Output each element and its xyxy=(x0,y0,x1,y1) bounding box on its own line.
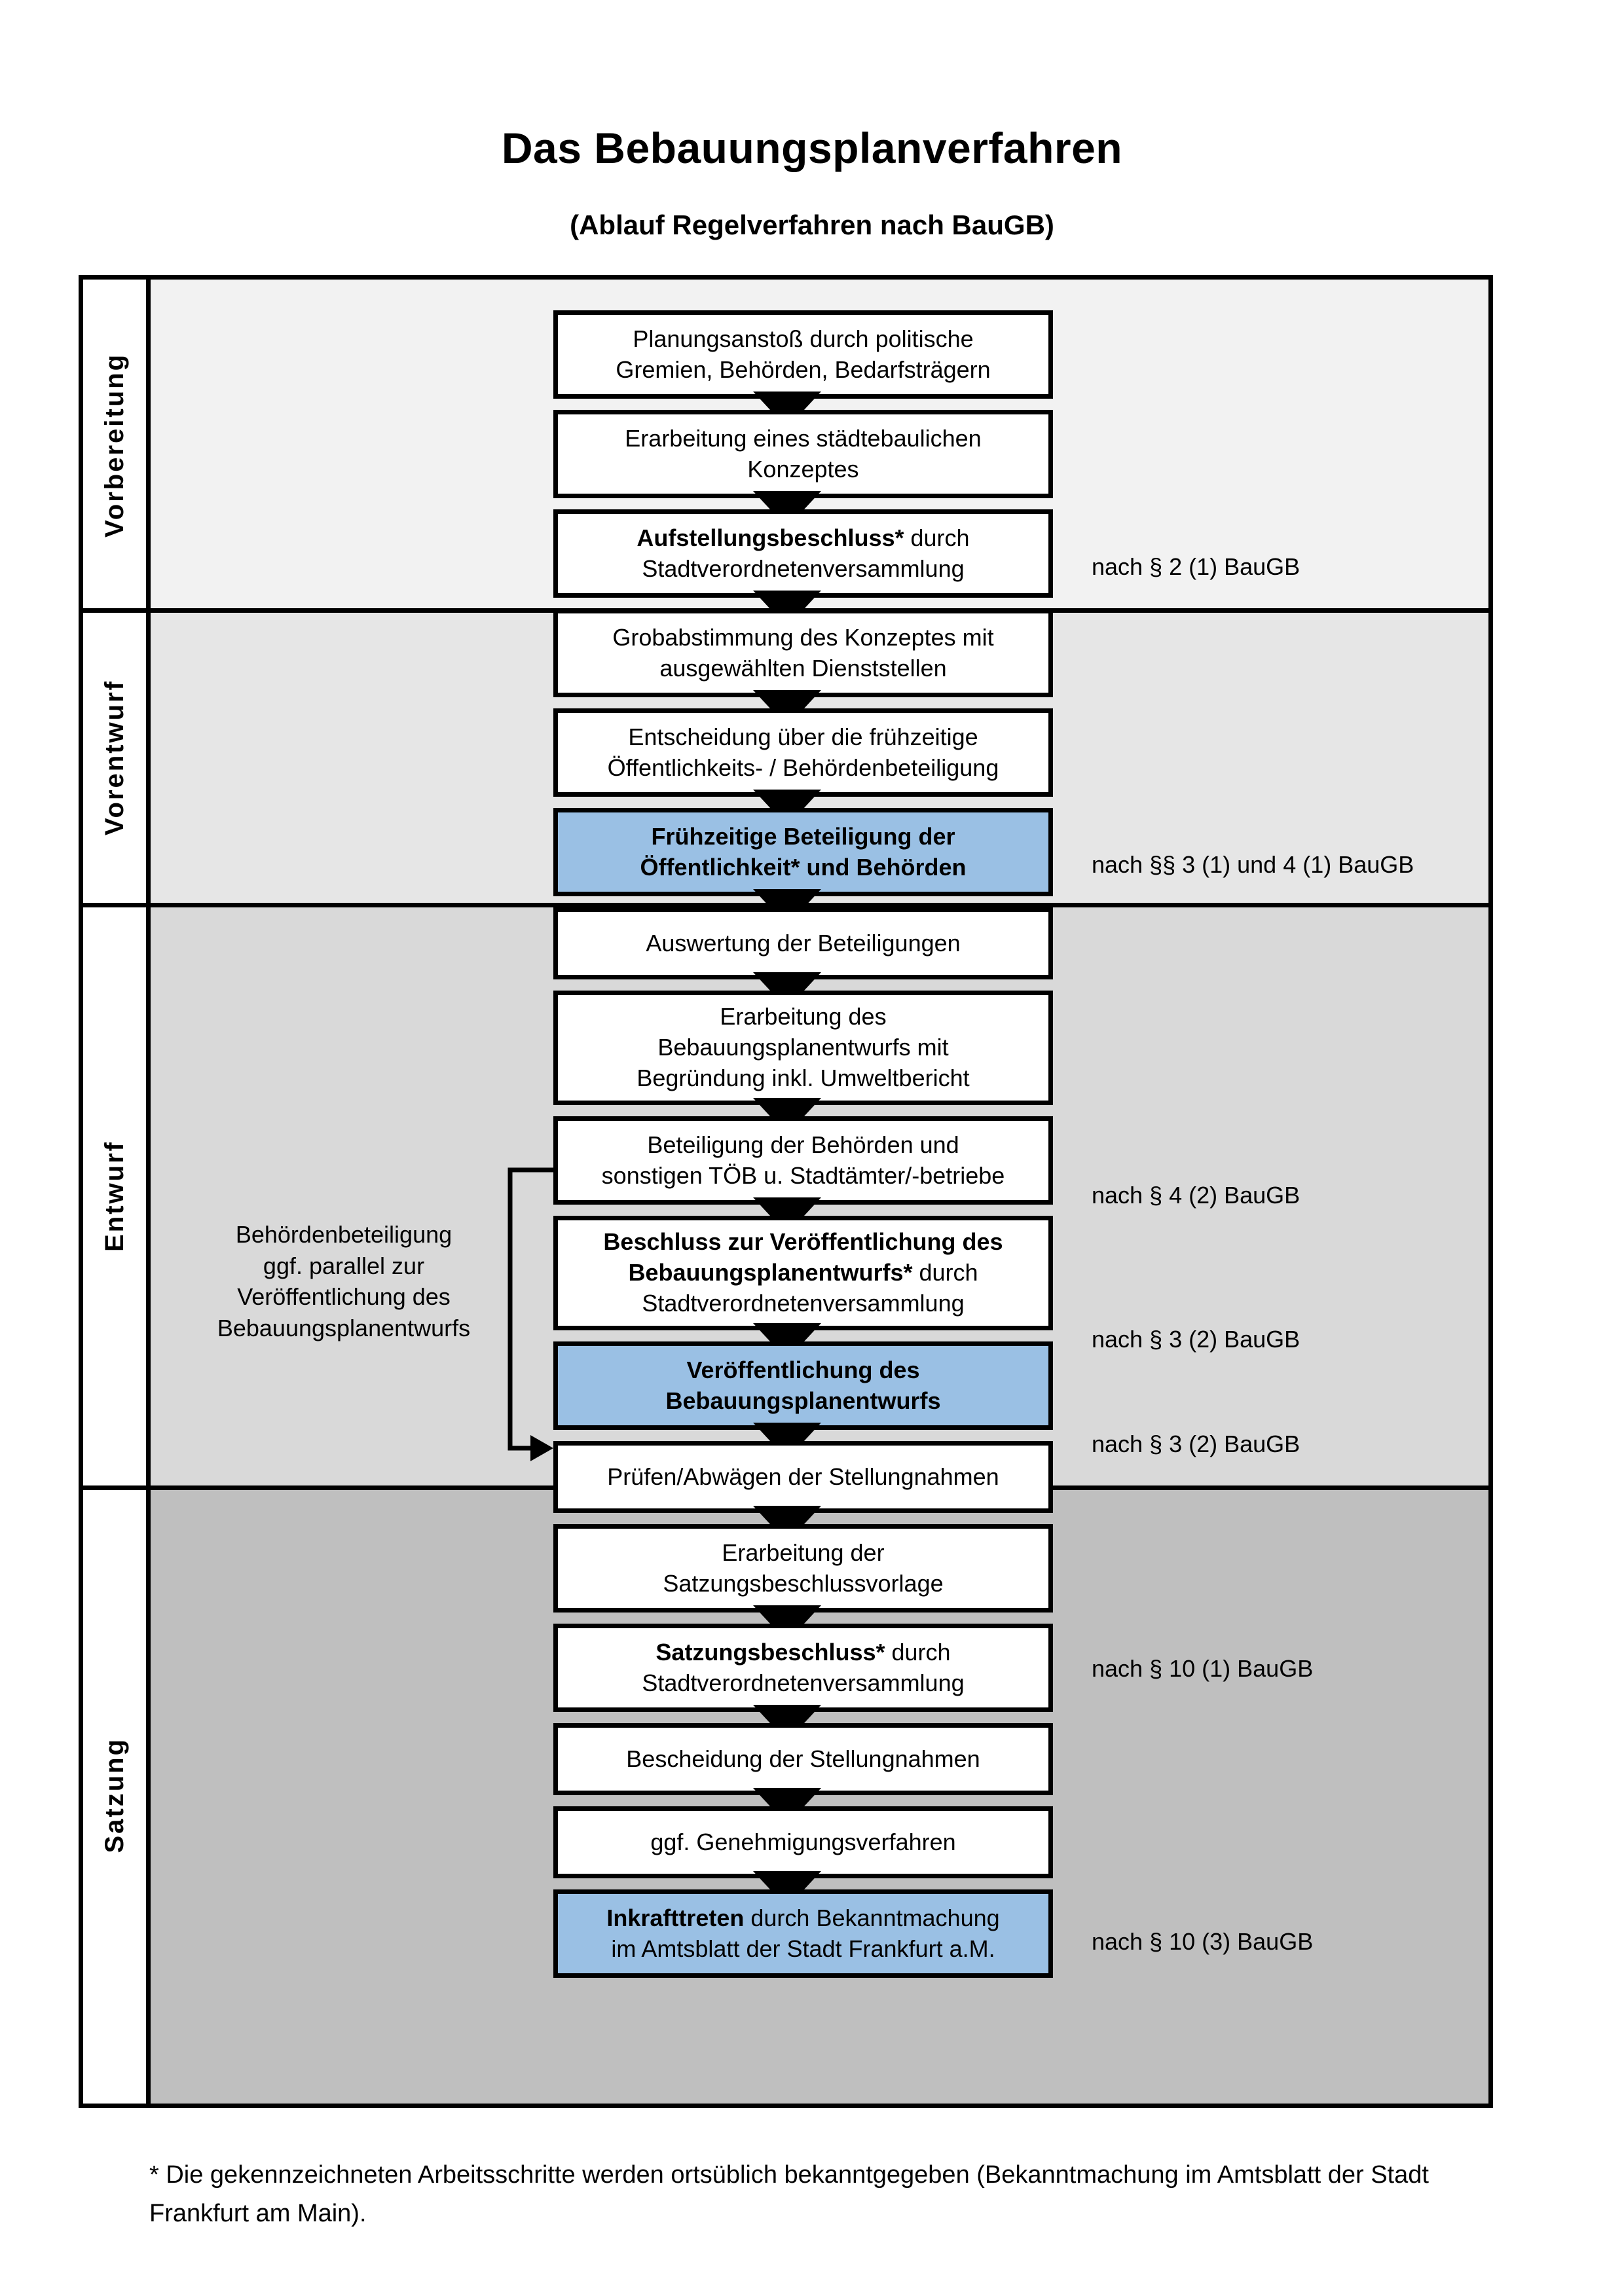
flow-box-veroeffentlichung-bebauungsplanentwurf[interactable]: Veröffentlichung des Bebauungsplanentwur… xyxy=(553,1341,1053,1430)
page-title: Das Bebauungsplanverfahren xyxy=(501,124,1123,172)
footnote-text: * Die gekennzeichneten Arbeitsschritte w… xyxy=(149,2161,1429,2227)
flow-box-beschluss-veroeffentlichung[interactable]: Beschluss zur Veröffentlichung des Bebau… xyxy=(553,1216,1053,1330)
legal-note-paragraph-4-2: nach § 4 (2) BauGB xyxy=(1092,1182,1301,1209)
legal-note-paragraph-3-2-b: nach § 3 (2) BauGB xyxy=(1092,1430,1301,1457)
flow-box-text: Erarbeitung der Satzungsbeschlussvorlage xyxy=(663,1539,944,1597)
flow-box-text: Auswertung der Beteiligungen xyxy=(646,929,961,957)
phase-label-vorentwurf: Vorentwurf xyxy=(83,610,146,905)
phase-label-vorbereitung: Vorbereitung xyxy=(83,280,146,610)
flow-box-bold-term: Satzungsbeschluss* xyxy=(655,1638,885,1666)
flow-box-text: Erarbeitung eines städtebaulichen Konzep… xyxy=(625,424,982,483)
side-note-behoerdenbeteiligung: Behördenbeteiligung ggf. parallel zur Ve… xyxy=(217,1221,471,1341)
flow-box-text: Bescheidung der Stellungnahmen xyxy=(626,1745,980,1772)
flow-box-satzungsbeschluss[interactable]: Satzungsbeschluss* durch Stadtverordnete… xyxy=(553,1624,1053,1712)
flow-box-text: Frühzeitige Beteiligung der Öffentlichke… xyxy=(640,822,967,881)
phase-label-divider xyxy=(146,280,151,2104)
flow-box-text: Beschluss zur Veröffentlichung des Bebau… xyxy=(603,1228,1003,1317)
page-subtitle: (Ablauf Regelverfahren nach BauGB) xyxy=(570,210,1054,240)
phase-label-satzung: Satzung xyxy=(83,1487,146,2104)
legal-note-paragraph-10-1: nach § 10 (1) BauGB xyxy=(1092,1655,1314,1682)
flow-box-erarbeitung-bebauungsplanentwurf[interactable]: Erarbeitung des Bebauungsplanentwurfs mi… xyxy=(553,991,1053,1105)
flow-box-text: Grobabstimmung des Konzeptes mit ausgewä… xyxy=(612,623,994,682)
flow-box-text: Erarbeitung des Bebauungsplanentwurfs mi… xyxy=(637,1003,970,1091)
legal-note-paragraph-3-2-a: nach § 3 (2) BauGB xyxy=(1092,1326,1301,1353)
legal-note-paragraph-3-1-4-1: nach §§ 3 (1) und 4 (1) BauGB xyxy=(1092,851,1414,878)
phase-label-entwurf: Entwurf xyxy=(83,905,146,1487)
flow-box-text: ggf. Genehmigungsverfahren xyxy=(650,1828,956,1855)
flow-box-text: Veröffentlichung des Bebauungsplanentwur… xyxy=(665,1356,941,1414)
flow-box-staedtebauliches-konzept[interactable]: Erarbeitung eines städtebaulichen Konzep… xyxy=(553,410,1053,498)
flow-box-bold-term: Aufstellungsbeschluss* xyxy=(637,524,904,551)
legal-note-paragraph-10-3: nach § 10 (3) BauGB xyxy=(1092,1928,1314,1955)
flow-box-text: Planungsanstoß durch politische Gremien,… xyxy=(616,325,991,383)
flow-box-grobabstimmung[interactable]: Grobabstimmung des Konzeptes mit ausgewä… xyxy=(553,609,1053,697)
flow-box-text: Aufstellungsbeschluss* durch Stadtverord… xyxy=(637,524,970,582)
flow-box-bold-term: Inkrafttreten xyxy=(606,1904,745,1931)
flow-box-text: Satzungsbeschluss* durch Stadtverordnete… xyxy=(642,1638,965,1696)
flow-box-inkrafttreten[interactable]: Inkrafttreten durch Bekanntmachung im Am… xyxy=(553,1889,1053,1978)
legal-note-paragraph-2-1: nach § 2 (1) BauGB xyxy=(1092,553,1301,580)
flow-box-text: Inkrafttreten durch Bekanntmachung im Am… xyxy=(606,1904,1000,1962)
flow-box-text: Entscheidung über die frühzeitige Öffent… xyxy=(607,723,999,781)
flow-box-text: Prüfen/Abwägen der Stellungnahmen xyxy=(607,1463,999,1490)
flow-box-text: Beteiligung der Behörden und sonstigen T… xyxy=(601,1131,1005,1189)
flow-box-genehmigungsverfahren[interactable]: ggf. Genehmigungsverfahren xyxy=(553,1806,1053,1878)
flow-box-bescheidung-stellungnahmen[interactable]: Bescheidung der Stellungnahmen xyxy=(553,1723,1053,1795)
